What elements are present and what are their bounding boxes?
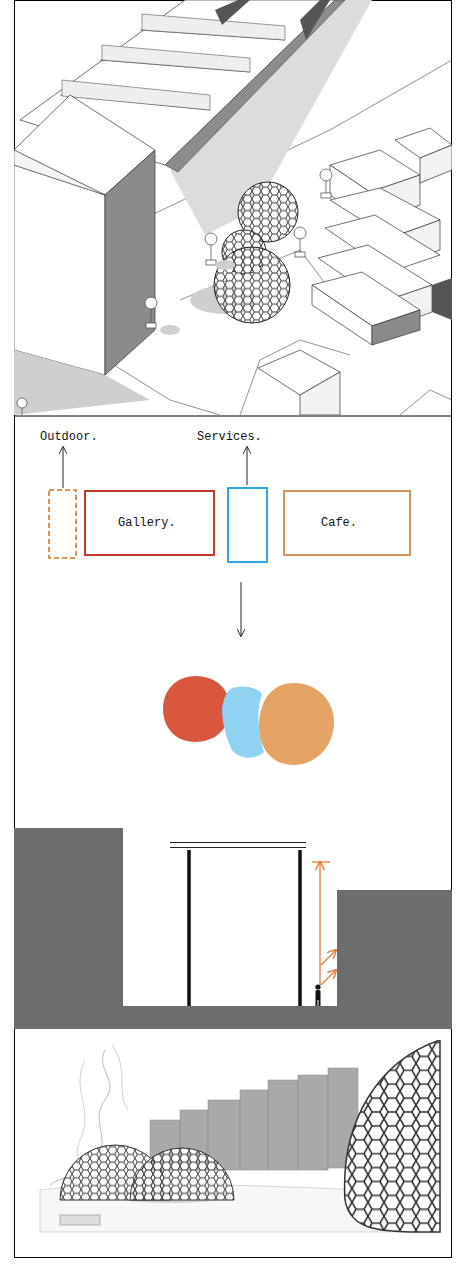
person-figure xyxy=(315,984,320,1006)
transform-arrow xyxy=(241,582,242,636)
outdoor-box xyxy=(49,490,76,558)
leader-arrow xyxy=(63,447,64,488)
building-section xyxy=(14,828,123,1028)
canopy-line xyxy=(170,847,306,848)
annotation-label: Outdoor. xyxy=(40,430,98,444)
program-box: Cafe. xyxy=(283,490,411,556)
gallery-blob xyxy=(163,676,230,742)
column xyxy=(298,850,302,1006)
column xyxy=(187,850,191,1006)
services-blob xyxy=(222,686,264,757)
view-arrows xyxy=(312,862,336,985)
site-axonometric xyxy=(14,0,452,415)
cafe-blob xyxy=(259,683,334,765)
frame xyxy=(15,1,452,1258)
building-section xyxy=(337,890,452,1029)
panel-divider xyxy=(14,416,452,417)
box-label: Cafe. xyxy=(321,516,357,530)
perspective-sketch xyxy=(40,1040,440,1232)
box-label: Gallery. xyxy=(118,516,176,530)
program-box: Gallery. xyxy=(84,490,215,556)
annotation-label: Services. xyxy=(197,430,262,444)
leader-arrow xyxy=(247,447,248,485)
section-drawing xyxy=(14,828,452,1029)
services-box xyxy=(228,488,267,562)
canopy-line xyxy=(170,842,306,843)
